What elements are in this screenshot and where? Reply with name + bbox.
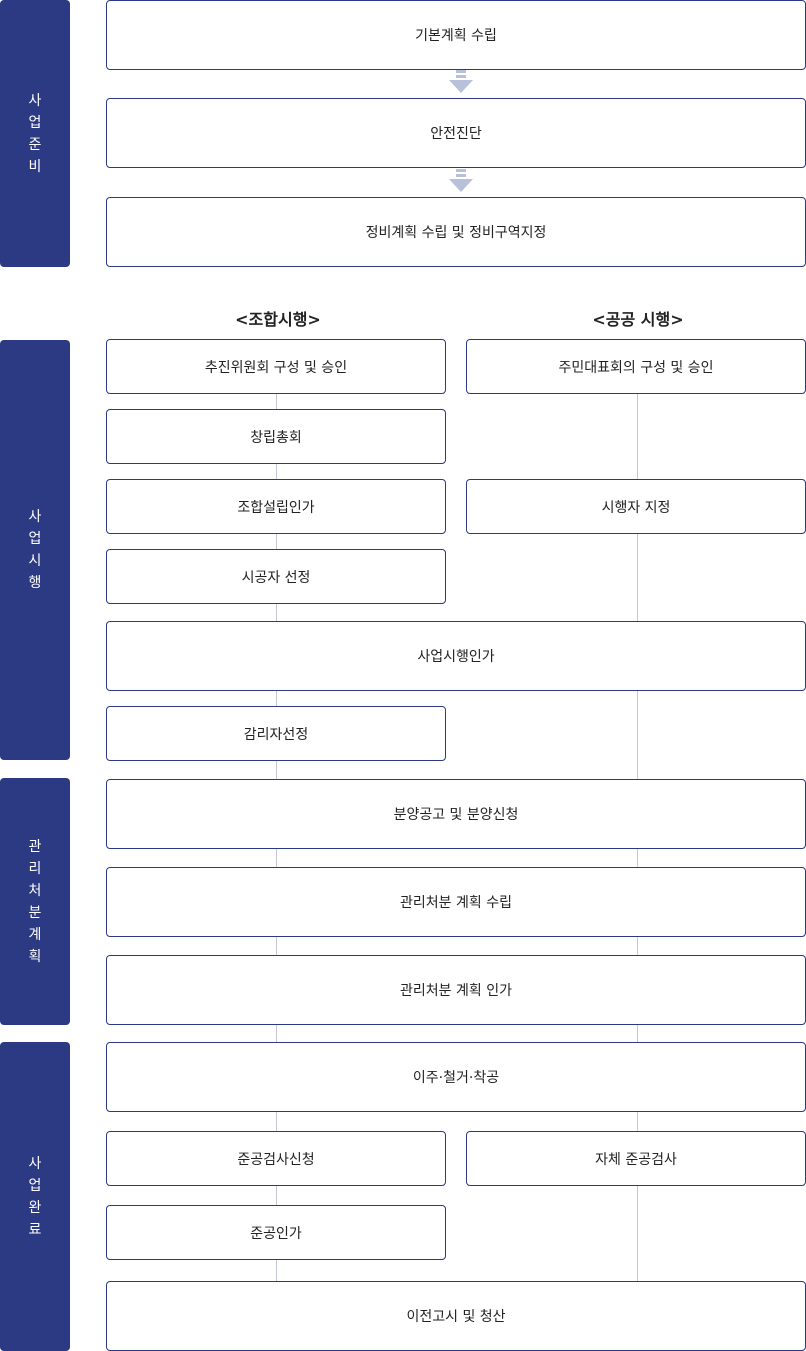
step-safety-diagnosis: 안전진단 xyxy=(106,98,806,168)
step-plan-establish: 관리처분 계획 수립 xyxy=(106,867,806,937)
phase-label-mgmt: 관리처분계획 xyxy=(0,778,70,1025)
step-maintenance-plan: 정비계획 수립 및 정비구역지정 xyxy=(106,197,806,267)
step-supervisor-selection: 감리자선정 xyxy=(106,706,446,761)
step-association-approval: 조합설립인가 xyxy=(106,479,446,534)
step-operator-designation: 시행자 지정 xyxy=(466,479,806,534)
step-plan-approval: 관리처분 계획 인가 xyxy=(106,955,806,1025)
arrow-down-icon xyxy=(449,70,473,93)
step-committee: 추진위원회 구성 및 승인 xyxy=(106,339,446,394)
step-contractor-selection: 시공자 선정 xyxy=(106,549,446,604)
step-basic-plan: 기본계획 수립 xyxy=(106,0,806,70)
step-relocation: 이주·철거·착공 xyxy=(106,1042,806,1112)
step-self-inspection: 자체 준공검사 xyxy=(466,1131,806,1186)
track-heading-association: <조합시행> xyxy=(235,310,321,329)
step-completion-approval: 준공인가 xyxy=(106,1205,446,1260)
arrow-down-icon xyxy=(449,169,473,192)
step-transfer: 이전고시 및 청산 xyxy=(106,1281,806,1351)
step-completion-request: 준공검사신청 xyxy=(106,1131,446,1186)
step-project-approval: 사업시행인가 xyxy=(106,621,806,691)
step-general-meeting: 창립총회 xyxy=(106,409,446,464)
phase-label-prep: 사업준비 xyxy=(0,0,70,267)
phase-label-done: 사업완료 xyxy=(0,1042,70,1351)
step-sale-notice: 분양공고 및 분양신청 xyxy=(106,779,806,849)
phase-label-exec: 사업시행 xyxy=(0,340,70,760)
step-residents-council: 주민대표회의 구성 및 승인 xyxy=(466,339,806,394)
track-heading-public: <공공 시행> xyxy=(592,310,684,329)
